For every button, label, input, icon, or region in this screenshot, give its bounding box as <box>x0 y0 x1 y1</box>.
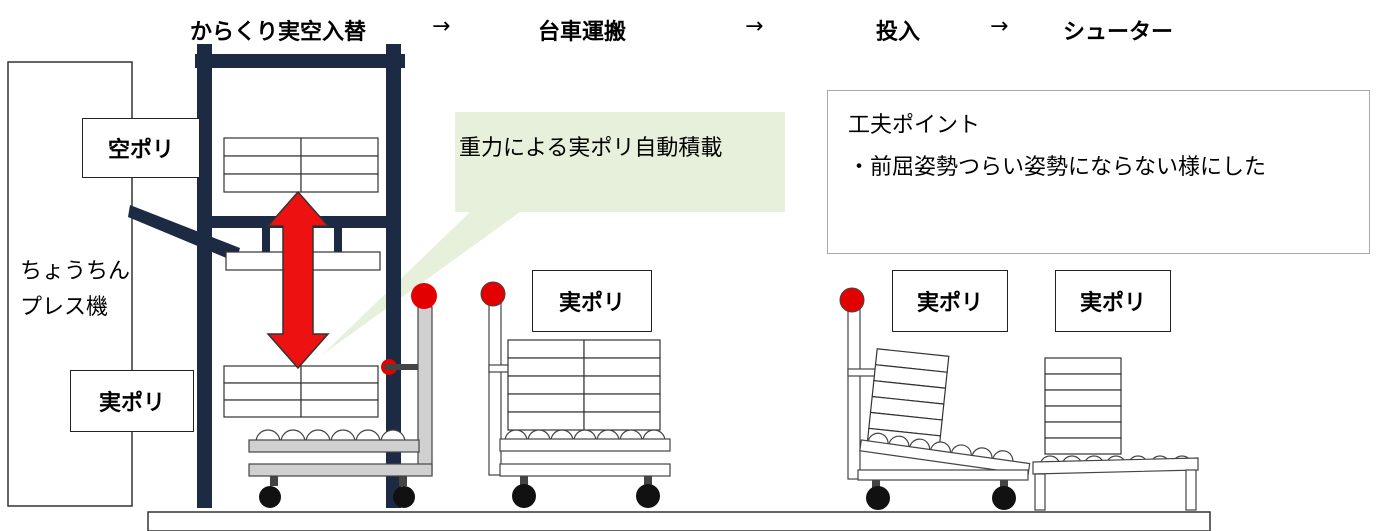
improvement-point-box: 工夫ポイント ・前屈姿勢つらい姿勢にならない様にした <box>827 90 1370 254</box>
label-full-poly-left-text: 実ポリ <box>98 391 165 416</box>
press-machine-label: ちょうちん プレス機 <box>20 254 130 326</box>
rack-cart <box>248 283 437 508</box>
label-full-poly-cart-text: 実ポリ <box>558 291 625 316</box>
step-karakuri: からくり実空入替 <box>190 20 367 45</box>
flow-arrow-2: → <box>745 14 764 39</box>
lift-arrow <box>266 190 330 370</box>
label-empty-poly-text: 空ポリ <box>107 138 174 163</box>
point-item: ・前屈姿勢つらい姿勢にならない様にした <box>848 155 1267 180</box>
gravity-callout: 重力による実ポリ自動積載 <box>455 112 785 212</box>
label-full-poly-tilt-text: 実ポリ <box>916 291 983 316</box>
transport-cart <box>480 281 671 508</box>
point-title: 工夫ポイント <box>848 113 981 138</box>
press-label-line1: ちょうちん <box>20 259 131 284</box>
label-full-poly-tilt: 実ポリ <box>892 270 1008 332</box>
press-label-line2: プレス機 <box>20 295 109 320</box>
step-transport: 台車運搬 <box>538 20 627 45</box>
label-full-poly-shooter: 実ポリ <box>1055 270 1171 332</box>
flow-arrow-1: → <box>432 14 451 39</box>
press-chute <box>128 205 240 262</box>
label-empty-poly: 空ポリ <box>82 118 200 178</box>
step-input: 投入 <box>876 20 921 45</box>
floor <box>147 511 1211 531</box>
label-full-poly-left: 実ポリ <box>70 370 194 432</box>
label-full-poly-shooter-text: 実ポリ <box>1079 291 1146 316</box>
full-poly-stack-rack <box>223 365 379 418</box>
shooter <box>1032 357 1199 511</box>
empty-poly-stack <box>223 137 379 193</box>
tilt-cart <box>839 287 1031 510</box>
step-shooter: シューター <box>1063 20 1174 45</box>
flow-arrow-3: → <box>990 14 1009 39</box>
label-full-poly-cart: 実ポリ <box>532 270 652 332</box>
